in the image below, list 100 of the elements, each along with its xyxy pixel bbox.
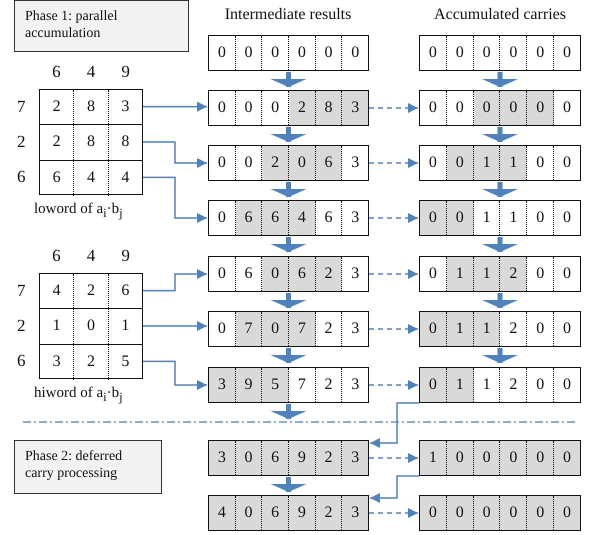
register-row: [208, 200, 369, 236]
digit-cell: 3: [342, 496, 368, 530]
digit-cell: 3: [40, 344, 74, 380]
digit-cell: 0: [527, 496, 554, 530]
row-factor: 7: [17, 280, 26, 301]
digit-cell: 6: [262, 201, 290, 235]
phase-note: Phase 1: parallel accumulation: [14, 0, 189, 52]
block-arrow: [482, 127, 518, 142]
arrow: [370, 475, 419, 503]
digit-cell: 0: [527, 257, 554, 291]
column-title: Intermediate results: [224, 6, 352, 24]
digit-cell: 0: [554, 496, 580, 530]
digit-cell: 3: [209, 441, 236, 475]
register-row: [208, 90, 369, 126]
digit-cell-text: 6: [120, 281, 130, 302]
digit-cell: 0: [420, 312, 447, 346]
dashed-arrow: [369, 103, 418, 113]
register-row: [419, 495, 581, 531]
digit-cell: 2: [500, 312, 528, 346]
block-arrow: [270, 182, 306, 197]
phase-note: Phase 2: deferred carry processing: [14, 440, 162, 494]
digit-cell: 6: [262, 441, 290, 475]
digit-cell: 0: [474, 496, 500, 530]
digit-cell: 0: [236, 36, 262, 70]
register-row: [419, 311, 581, 347]
dashed-arrow: [369, 158, 418, 168]
digit-cell: 0: [527, 368, 554, 402]
digit-cell-text: 0: [562, 43, 572, 63]
matrix-caption: loword of a$_{i}$·b$_{j}$: [34, 201, 123, 221]
row-factor: 7: [17, 96, 26, 117]
digit-cell-text: 0: [562, 208, 572, 228]
digit-cell-text: 0: [350, 43, 360, 63]
digit-cell: 0: [527, 91, 554, 125]
register-row: [419, 367, 581, 403]
digit-cell: 0: [527, 201, 554, 235]
matrix-caption: hiword of a$_{i}$·b$_{j}$: [34, 385, 123, 405]
block-arrow: [482, 182, 518, 197]
digit-cell: 0: [527, 312, 554, 346]
digit-cell: 7: [236, 312, 262, 346]
digit-cell: 2: [262, 146, 290, 180]
digit-cell: 6: [289, 257, 316, 291]
digit-cell: 8: [74, 90, 109, 124]
digit-cell: 2: [316, 368, 342, 402]
digit-cell: 0: [289, 146, 316, 180]
digit-cell: 2: [74, 274, 109, 308]
digit-cell: 6: [236, 201, 262, 235]
digit-cell: 1: [40, 309, 74, 344]
dashed-arrow: [369, 324, 418, 334]
digit-cell: 1: [446, 368, 474, 402]
digit-cell: 0: [474, 441, 500, 475]
digit-cell-text: 3: [350, 264, 360, 284]
column-factor: 4: [86, 246, 96, 266]
digit-cell: 0: [209, 146, 236, 180]
block-arrow: [482, 293, 518, 308]
register-row: [208, 367, 369, 403]
digit-cell: 0: [262, 312, 290, 346]
digit-cell: 0: [74, 309, 109, 344]
block-arrow: [270, 237, 306, 252]
digit-cell: 4: [289, 201, 316, 235]
digit-cell: 2: [500, 257, 528, 291]
digit-cell: 0: [500, 496, 528, 530]
register-row: [419, 440, 581, 476]
dashed-arrow: [369, 213, 418, 223]
digit-cell: 1: [474, 201, 500, 235]
block-arrow: [270, 127, 306, 142]
row-factor: 2: [17, 316, 26, 336]
arrow: [143, 176, 207, 223]
arrow: [143, 360, 207, 390]
dashed-arrow: [369, 269, 418, 279]
digit-cell: 9: [289, 496, 316, 530]
digit-cell: 6: [316, 201, 342, 235]
digit-cell: 3: [209, 368, 236, 402]
column-title: Accumulated carries: [434, 6, 566, 24]
digit-cell: 0: [262, 36, 290, 70]
digit-cell: 2: [316, 496, 342, 530]
register-row: [419, 35, 581, 71]
matrix-grid: [39, 89, 143, 195]
digit-cell: 0: [316, 36, 342, 70]
digit-cell: 0: [446, 36, 474, 70]
register-row: [419, 90, 581, 126]
digit-cell: 0: [500, 91, 528, 125]
block-arrow: [482, 348, 518, 363]
digit-cell-text: 3: [350, 153, 360, 173]
digit-cell: 0: [420, 368, 447, 402]
digit-cell: 2: [289, 91, 316, 125]
arrow: [143, 141, 207, 168]
dashed-arrow: [369, 453, 418, 463]
register-row: [208, 311, 369, 347]
digit-cell: 0: [209, 36, 236, 70]
row-factor: 6: [17, 167, 26, 188]
digit-cell: 0: [554, 441, 580, 475]
digit-cell: 2: [316, 312, 342, 346]
digit-cell-text: 4: [120, 168, 130, 188]
register-row: [208, 495, 369, 531]
digit-cell: 1: [474, 368, 500, 402]
digit-cell-text: 0: [562, 319, 572, 339]
digit-cell: 2: [316, 441, 342, 475]
digit-cell: 0: [474, 91, 500, 125]
digit-cell: 4: [209, 496, 236, 530]
row-factor: 6: [17, 351, 26, 372]
